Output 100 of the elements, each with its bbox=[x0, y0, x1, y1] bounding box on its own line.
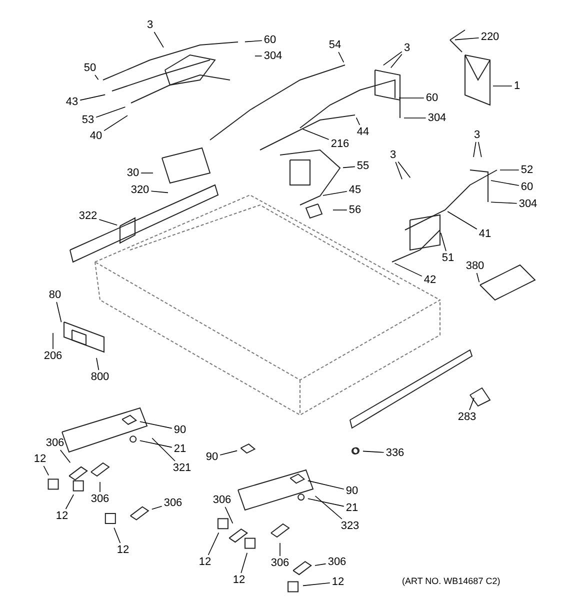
leader-line bbox=[56, 302, 62, 322]
leader-line bbox=[454, 38, 480, 40]
leader-line bbox=[302, 582, 330, 586]
leader-line bbox=[104, 115, 128, 132]
leader-line bbox=[208, 532, 220, 556]
callout-number: 320 bbox=[130, 184, 150, 196]
leader-line bbox=[43, 466, 49, 476]
leader-line bbox=[308, 498, 344, 507]
callout-number: 41 bbox=[478, 228, 492, 240]
callout-number: 53 bbox=[80, 114, 96, 126]
callout-number: 336 bbox=[384, 447, 406, 459]
art-number-note: (ART NO. WB14687 C2) bbox=[402, 576, 500, 586]
callout-number: 306 bbox=[212, 494, 232, 506]
leader-line bbox=[154, 32, 164, 48]
callout-number: 304 bbox=[426, 112, 448, 124]
leader-line bbox=[440, 232, 446, 252]
leader-line bbox=[394, 262, 422, 277]
leader-line bbox=[447, 211, 478, 230]
callout-number: 3 bbox=[146, 19, 154, 31]
callout-number: 1 bbox=[512, 80, 522, 92]
callout-number: 323 bbox=[340, 520, 360, 532]
leader-line bbox=[383, 51, 402, 66]
callout-number: 12 bbox=[330, 576, 346, 588]
leader-line bbox=[94, 74, 99, 80]
callout-number: 283 bbox=[456, 411, 478, 423]
leader-line bbox=[244, 40, 262, 42]
callout-number: 21 bbox=[172, 443, 188, 455]
leader-line bbox=[140, 172, 154, 174]
callout-number: 220 bbox=[480, 31, 500, 43]
callout-number: 306 bbox=[162, 497, 184, 509]
callout-number: 44 bbox=[356, 126, 370, 138]
callout-number: 322 bbox=[78, 210, 98, 222]
leader-line bbox=[314, 563, 326, 566]
callout-number: 12 bbox=[32, 453, 48, 465]
callout-number: 43 bbox=[64, 96, 80, 108]
leader-line bbox=[322, 191, 348, 196]
callout-number: 60 bbox=[262, 34, 278, 46]
callout-number: 3 bbox=[402, 42, 412, 54]
callout-number: 206 bbox=[42, 350, 64, 362]
callout-number: 304 bbox=[518, 198, 538, 210]
callout-number: 380 bbox=[464, 260, 486, 272]
leader-line bbox=[65, 494, 74, 510]
leader-line bbox=[308, 480, 344, 490]
leader-line bbox=[96, 106, 126, 118]
leader-line bbox=[302, 128, 330, 140]
callout-number: 3 bbox=[472, 129, 482, 141]
leader-line bbox=[150, 190, 168, 194]
leader-line bbox=[478, 142, 482, 158]
leader-line bbox=[98, 219, 118, 226]
callout-number: 80 bbox=[48, 289, 62, 301]
callout-number: 54 bbox=[328, 39, 342, 51]
leader-line bbox=[476, 272, 480, 282]
callout-number: 90 bbox=[204, 451, 220, 463]
callout-number: 12 bbox=[54, 510, 70, 522]
callout-number: 56 bbox=[348, 204, 362, 216]
callout-number: 304 bbox=[262, 50, 284, 62]
leader-line bbox=[114, 527, 121, 544]
callout-number: 306 bbox=[326, 556, 348, 568]
leader-line bbox=[490, 180, 520, 186]
leader-line bbox=[220, 450, 238, 456]
leader-line bbox=[60, 450, 71, 463]
callout-number: 306 bbox=[90, 493, 110, 505]
callout-number: 321 bbox=[172, 462, 192, 474]
leader-line bbox=[140, 440, 172, 448]
leader-line bbox=[469, 397, 474, 410]
callout-number: 216 bbox=[330, 138, 350, 150]
leader-line bbox=[362, 450, 384, 453]
callout-number: 55 bbox=[356, 160, 370, 172]
leader-line bbox=[398, 161, 411, 178]
leader-line bbox=[152, 506, 162, 510]
callout-number: 50 bbox=[82, 62, 98, 74]
leader-line bbox=[395, 162, 402, 180]
callout-number: 40 bbox=[88, 130, 104, 142]
leader-line bbox=[152, 438, 176, 462]
leader-line bbox=[342, 166, 356, 168]
leader-line bbox=[96, 358, 100, 370]
callout-number: 52 bbox=[520, 164, 534, 176]
callout-number: 306 bbox=[270, 557, 290, 569]
callout-number: 3 bbox=[388, 149, 398, 161]
callout-number: 45 bbox=[348, 184, 362, 196]
callout-number: 42 bbox=[422, 274, 438, 286]
callout-number: 12 bbox=[232, 574, 246, 586]
leader-line bbox=[140, 421, 172, 429]
leader-line bbox=[390, 54, 402, 68]
callout-number: 306 bbox=[44, 437, 66, 449]
leader-line bbox=[224, 506, 234, 524]
callout-number: 60 bbox=[424, 92, 440, 104]
callout-number: 21 bbox=[344, 502, 360, 514]
leader-line bbox=[240, 552, 248, 574]
leader-line bbox=[356, 117, 360, 126]
leader-line bbox=[338, 52, 344, 63]
callout-number: 12 bbox=[116, 544, 130, 556]
leader-line bbox=[314, 496, 342, 520]
callout-number: 51 bbox=[440, 252, 456, 264]
callout-number: 30 bbox=[126, 167, 140, 179]
leader-line bbox=[490, 202, 518, 204]
leader-line bbox=[473, 142, 476, 158]
callout-number: 12 bbox=[198, 556, 212, 568]
leader-line bbox=[52, 332, 54, 350]
callout-number: 60 bbox=[520, 181, 534, 193]
